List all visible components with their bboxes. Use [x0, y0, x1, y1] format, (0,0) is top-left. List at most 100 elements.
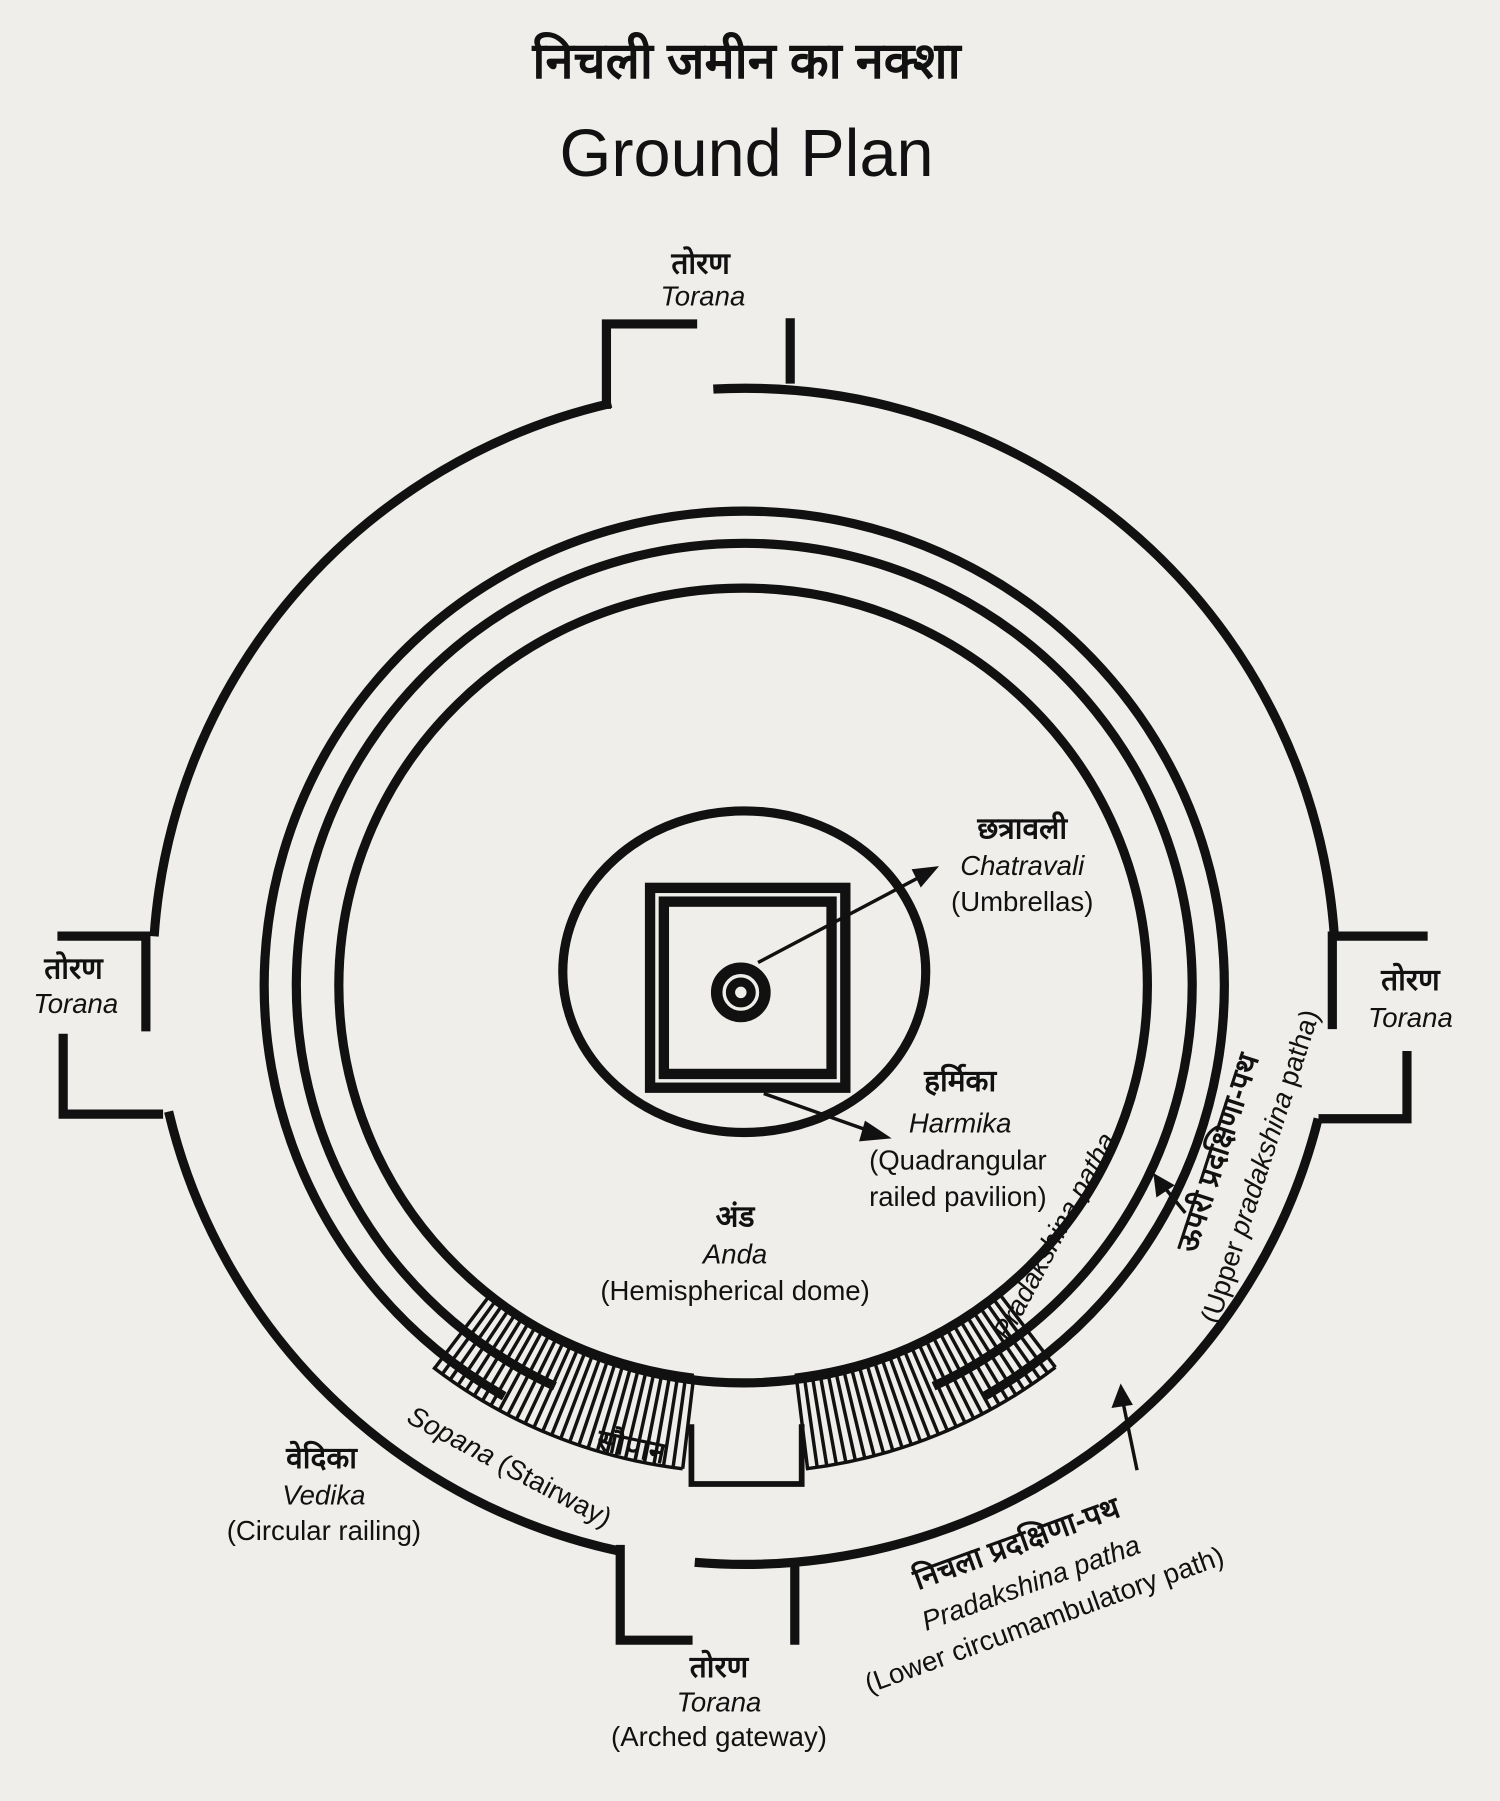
stair-step [894, 1349, 932, 1439]
stair-step [480, 1319, 532, 1402]
stair-step [633, 1368, 657, 1462]
torana-left-hindi: तोरण [43, 951, 104, 986]
stair-step [489, 1323, 539, 1407]
stair-left-inner-edge [488, 1291, 695, 1378]
lower-path-label: निचला प्रदक्षिणा-पथ Pradakshina patha (L… [860, 1489, 1227, 1699]
harmika-hindi: हर्मिका [923, 1063, 997, 1098]
stair-step [506, 1330, 553, 1416]
stair-step [680, 1375, 696, 1469]
plan-lines [57, 318, 1428, 1645]
stair-step [991, 1296, 1050, 1375]
vedika-railing-arc [694, 1117, 1323, 1569]
stair-step [523, 1337, 567, 1425]
stair-step [856, 1362, 886, 1454]
stair-step [848, 1364, 876, 1457]
stair-step [901, 1346, 941, 1436]
upper-pradakshina-outer-arc [259, 506, 1229, 1401]
stair-step [661, 1372, 680, 1467]
stair-step [595, 1360, 626, 1452]
anda-ring [334, 583, 1152, 1388]
stair-step [908, 1343, 949, 1432]
stair-step [802, 1373, 819, 1468]
stair-step [604, 1362, 634, 1455]
vedika-railing-arc [713, 383, 1339, 936]
harmika-desc-2: railed pavilion) [869, 1181, 1047, 1212]
stair-step [817, 1371, 839, 1465]
vedika-hindi: वेदिका [285, 1440, 358, 1475]
stair-step [971, 1310, 1026, 1391]
arrows [757, 866, 1187, 1471]
chatravali-hindi: छत्रावली [976, 810, 1068, 845]
stair-step [958, 1318, 1010, 1401]
torana-top-left-wall [601, 319, 698, 409]
upper-path-desc-post: patha) [1269, 1006, 1325, 1097]
vedika-desc: (Circular railing) [227, 1515, 421, 1546]
torana-left-name: Torana [33, 988, 118, 1019]
torana-bottom-left-wall [615, 1544, 693, 1645]
stair-step [879, 1355, 913, 1446]
vedika-name: Vedika [282, 1480, 365, 1511]
upper-path-label: ऊपरी प्रदक्षिणा-पथ (Upper pradakshina pa… [1169, 1006, 1326, 1327]
torana-right-lower-wall [1318, 1050, 1412, 1124]
stair-step [984, 1301, 1042, 1380]
stair-step [916, 1340, 958, 1428]
stair-step [794, 1374, 810, 1469]
stair-step [472, 1315, 525, 1397]
chatravali-arrowhead [911, 866, 940, 888]
stair-step [433, 1292, 493, 1370]
stair-step [964, 1314, 1018, 1396]
harmika-inner-square [658, 896, 837, 1080]
stair-step [997, 1292, 1057, 1369]
lower-path-arrow-line [1121, 1403, 1139, 1471]
title-hindi: निचली जमीन का नक्शा [531, 31, 962, 89]
sopana-name: Sopana [402, 1400, 500, 1472]
stair-step [440, 1297, 499, 1376]
stair-step [448, 1302, 505, 1381]
stair-step [944, 1326, 993, 1411]
harmika-arrowhead [859, 1120, 892, 1142]
stair-step [614, 1364, 642, 1457]
lower-path-arrowhead [1111, 1383, 1133, 1408]
vedika-railing-arc [149, 398, 613, 937]
anda-name: Anda [701, 1238, 767, 1269]
stair-step [864, 1360, 895, 1452]
stair-step [841, 1366, 867, 1459]
torana-bottom-hindi: तोरण [689, 1649, 750, 1684]
stair-step [833, 1368, 858, 1461]
upper-path-arrow-line [1163, 1186, 1187, 1214]
torana-top-hindi: तोरण [670, 245, 731, 280]
stair-step [568, 1352, 604, 1443]
stair-step [652, 1371, 673, 1465]
stair-step [514, 1334, 560, 1420]
stair-step [886, 1352, 923, 1442]
ring-arcs [149, 383, 1339, 1569]
stair-step [559, 1350, 596, 1440]
anda-hindi: अंड [716, 1201, 756, 1234]
chatravali-outer-ring [710, 962, 771, 1023]
stair-step [978, 1305, 1034, 1386]
torana-right-upper-wall [1327, 931, 1428, 1030]
stair-step [586, 1358, 619, 1449]
title: Ground Plan [560, 117, 934, 191]
chatravali-desc: (Umbrellas) [951, 886, 1093, 917]
anda-desc: (Hemispherical dome) [600, 1275, 869, 1306]
harmika-name: Harmika [909, 1108, 1012, 1139]
stair-step [623, 1366, 649, 1459]
stair-step [497, 1327, 546, 1412]
stair-step [456, 1306, 512, 1387]
chatravali-inner-ring [725, 977, 756, 1008]
vedika-railing-arc [164, 1110, 623, 1557]
stair-step [951, 1322, 1001, 1406]
chatravali-arrow-line [757, 876, 920, 965]
stair-step [937, 1330, 984, 1415]
stair-step [577, 1355, 611, 1446]
harmika-circle [558, 806, 931, 1138]
stair-step [550, 1347, 589, 1436]
stair-step [642, 1370, 665, 1464]
torana-right-name: Torana [1368, 1002, 1453, 1033]
stair-step [930, 1333, 976, 1420]
chatravali-name: Chatravali [960, 850, 1085, 881]
torana-left-upper-wall [57, 931, 151, 1032]
